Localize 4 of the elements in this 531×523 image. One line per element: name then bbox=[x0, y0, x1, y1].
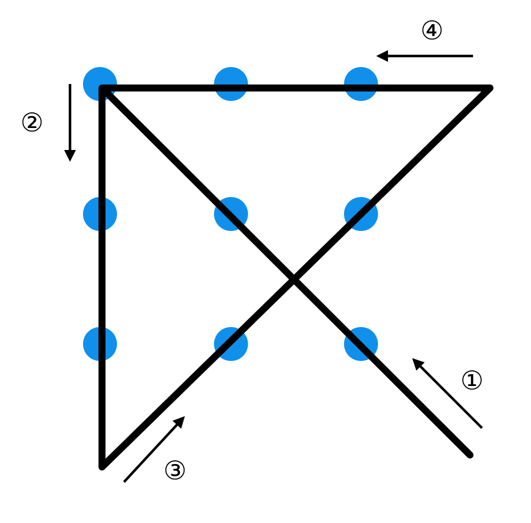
step-number: ③ bbox=[165, 460, 185, 480]
step-number: ② bbox=[22, 112, 42, 132]
step-number: ④ bbox=[422, 20, 442, 40]
step-number: ① bbox=[462, 370, 482, 390]
